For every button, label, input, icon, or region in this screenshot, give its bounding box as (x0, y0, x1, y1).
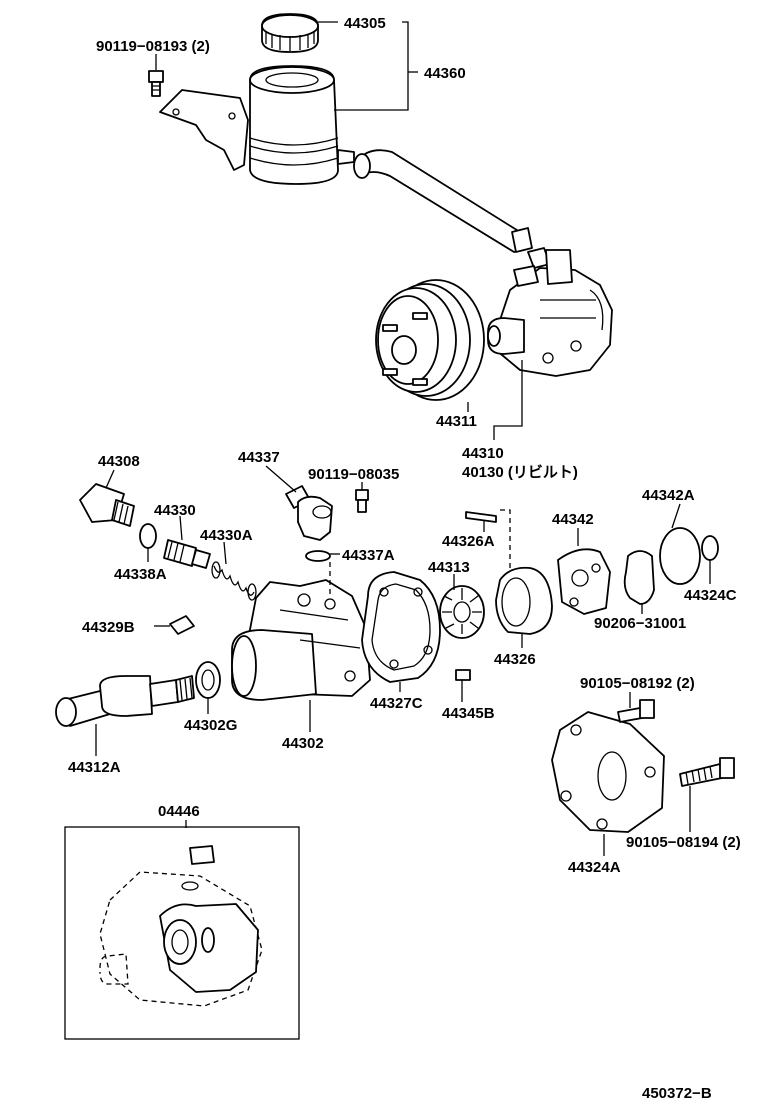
pin-44326A[interactable] (465, 511, 497, 523)
label-44324A[interactable]: 44324A (568, 859, 621, 876)
label-90105-08192[interactable]: 90105−08192 (2) (580, 675, 695, 692)
label-04446[interactable]: 04446 (158, 803, 200, 820)
label-44312A[interactable]: 44312A (68, 759, 121, 776)
label-44302[interactable]: 44302 (282, 735, 324, 752)
reservoir-cap-44305[interactable] (261, 13, 319, 53)
oil-seal-44302G[interactable] (195, 661, 221, 699)
cam-ring-44326[interactable] (495, 566, 553, 635)
gasket-kit-04446[interactable] (99, 845, 263, 1007)
label-44329B[interactable]: 44329B (82, 619, 135, 636)
label-44326[interactable]: 44326 (494, 651, 536, 668)
shaft-44312A[interactable] (55, 675, 195, 727)
label-44313[interactable]: 44313 (428, 559, 470, 576)
o-ring-44337A[interactable] (305, 550, 331, 562)
clip-44329B[interactable] (169, 615, 195, 635)
pulley-44311[interactable] (375, 279, 485, 401)
rear-cover-44324A[interactable] (551, 711, 665, 833)
label-44324C[interactable]: 44324C (684, 587, 737, 604)
bolt-90119-08193[interactable] (148, 70, 164, 97)
part-labels: 44305 44360 90119−08193 (2) 44311 44310 … (68, 15, 741, 1102)
label-44330[interactable]: 44330 (154, 502, 196, 519)
flow-control-valve-44330[interactable] (163, 539, 211, 569)
label-44360[interactable]: 44360 (424, 65, 466, 82)
o-ring-44324C[interactable] (701, 535, 719, 561)
label-44342A[interactable]: 44342A (642, 487, 695, 504)
label-40130[interactable]: 40130 (リビルト) (462, 464, 578, 481)
label-44338A[interactable]: 44338A (114, 566, 167, 583)
label-90119-08193[interactable]: 90119−08193 (2) (96, 38, 210, 55)
diagram-id: 450372−B (642, 1085, 712, 1102)
label-44302G[interactable]: 44302G (184, 717, 237, 734)
side-plate-44342[interactable] (557, 548, 611, 615)
seal-90206-31001[interactable] (623, 550, 655, 605)
bolt-90105-08194[interactable] (679, 757, 735, 787)
o-ring-44342A[interactable] (659, 527, 701, 585)
label-90105-08194[interactable]: 90105−08194 (2) (626, 834, 741, 851)
union-44308[interactable] (79, 483, 135, 527)
pump-housing-44302[interactable] (231, 579, 371, 701)
label-44305[interactable]: 44305 (344, 15, 386, 32)
label-90119-08035[interactable]: 90119−08035 (308, 466, 399, 483)
label-44327C[interactable]: 44327C (370, 695, 423, 712)
power-steering-pump-assembly-44310[interactable] (487, 249, 613, 377)
key-44345B[interactable] (455, 669, 471, 681)
bolt-90119-08035[interactable] (355, 489, 369, 513)
label-44330A[interactable]: 44330A (200, 527, 253, 544)
reservoir-tank-44360[interactable] (159, 65, 355, 185)
o-ring-44338A[interactable] (139, 523, 157, 549)
spring-44330A[interactable] (211, 561, 257, 601)
label-90206-31001[interactable]: 90206−31001 (594, 615, 686, 632)
label-44337A[interactable]: 44337A (342, 547, 395, 564)
gasket-kit-04446-box (64, 826, 300, 1040)
bolt-90105-08192[interactable] (617, 699, 655, 723)
gasket-44327C[interactable] (361, 571, 441, 683)
label-44310[interactable]: 44310 (462, 445, 504, 462)
label-44345B[interactable]: 44345B (442, 705, 495, 722)
label-44337[interactable]: 44337 (238, 449, 280, 466)
label-44311[interactable]: 44311 (436, 413, 477, 430)
rotor-44313[interactable] (439, 585, 485, 639)
label-44326A[interactable]: 44326A (442, 533, 495, 550)
union-fitting-44337[interactable] (285, 485, 333, 541)
return-hose[interactable] (353, 149, 551, 269)
leader-lines (95, 21, 711, 856)
label-44342[interactable]: 44342 (552, 511, 594, 528)
label-44308[interactable]: 44308 (98, 453, 140, 470)
